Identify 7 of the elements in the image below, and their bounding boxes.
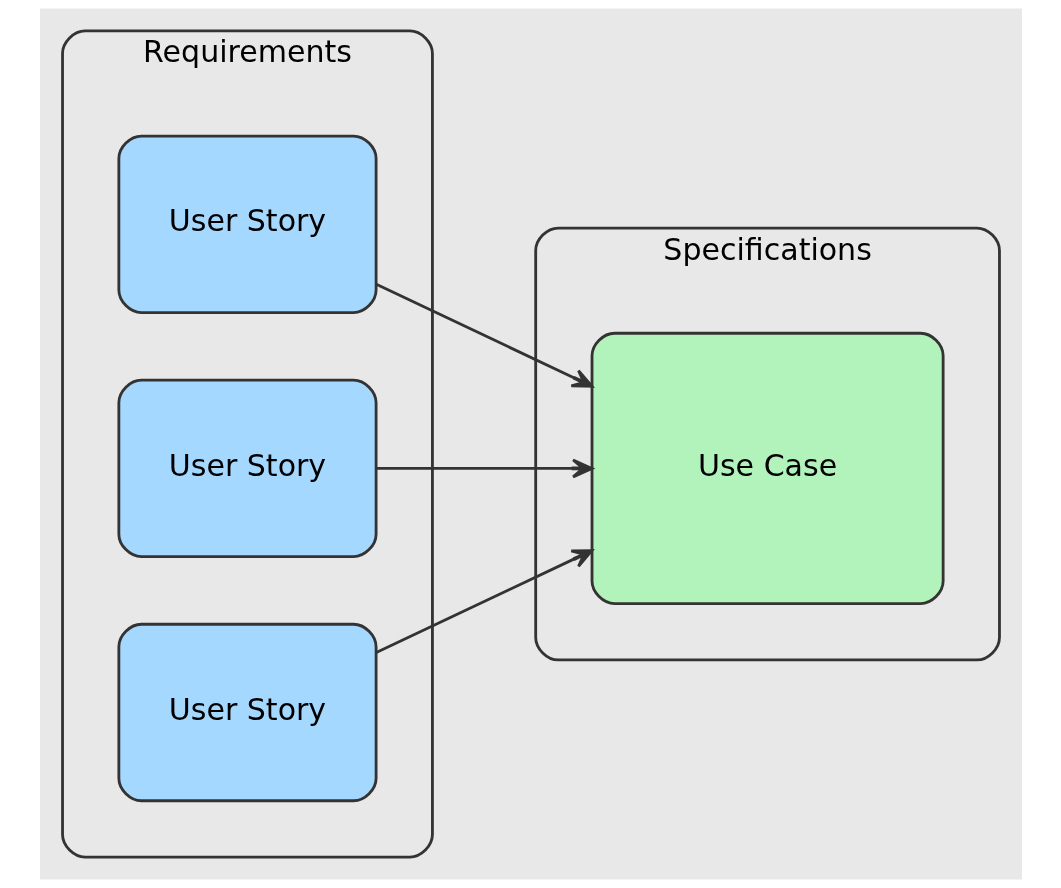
node-box: User Story xyxy=(116,134,377,314)
node-box: Use Case xyxy=(590,331,945,605)
node-box: User Story xyxy=(116,622,377,803)
arrow xyxy=(375,458,593,479)
arrow xyxy=(375,283,593,388)
node-box: User Story xyxy=(116,378,377,559)
arrow xyxy=(375,549,593,654)
